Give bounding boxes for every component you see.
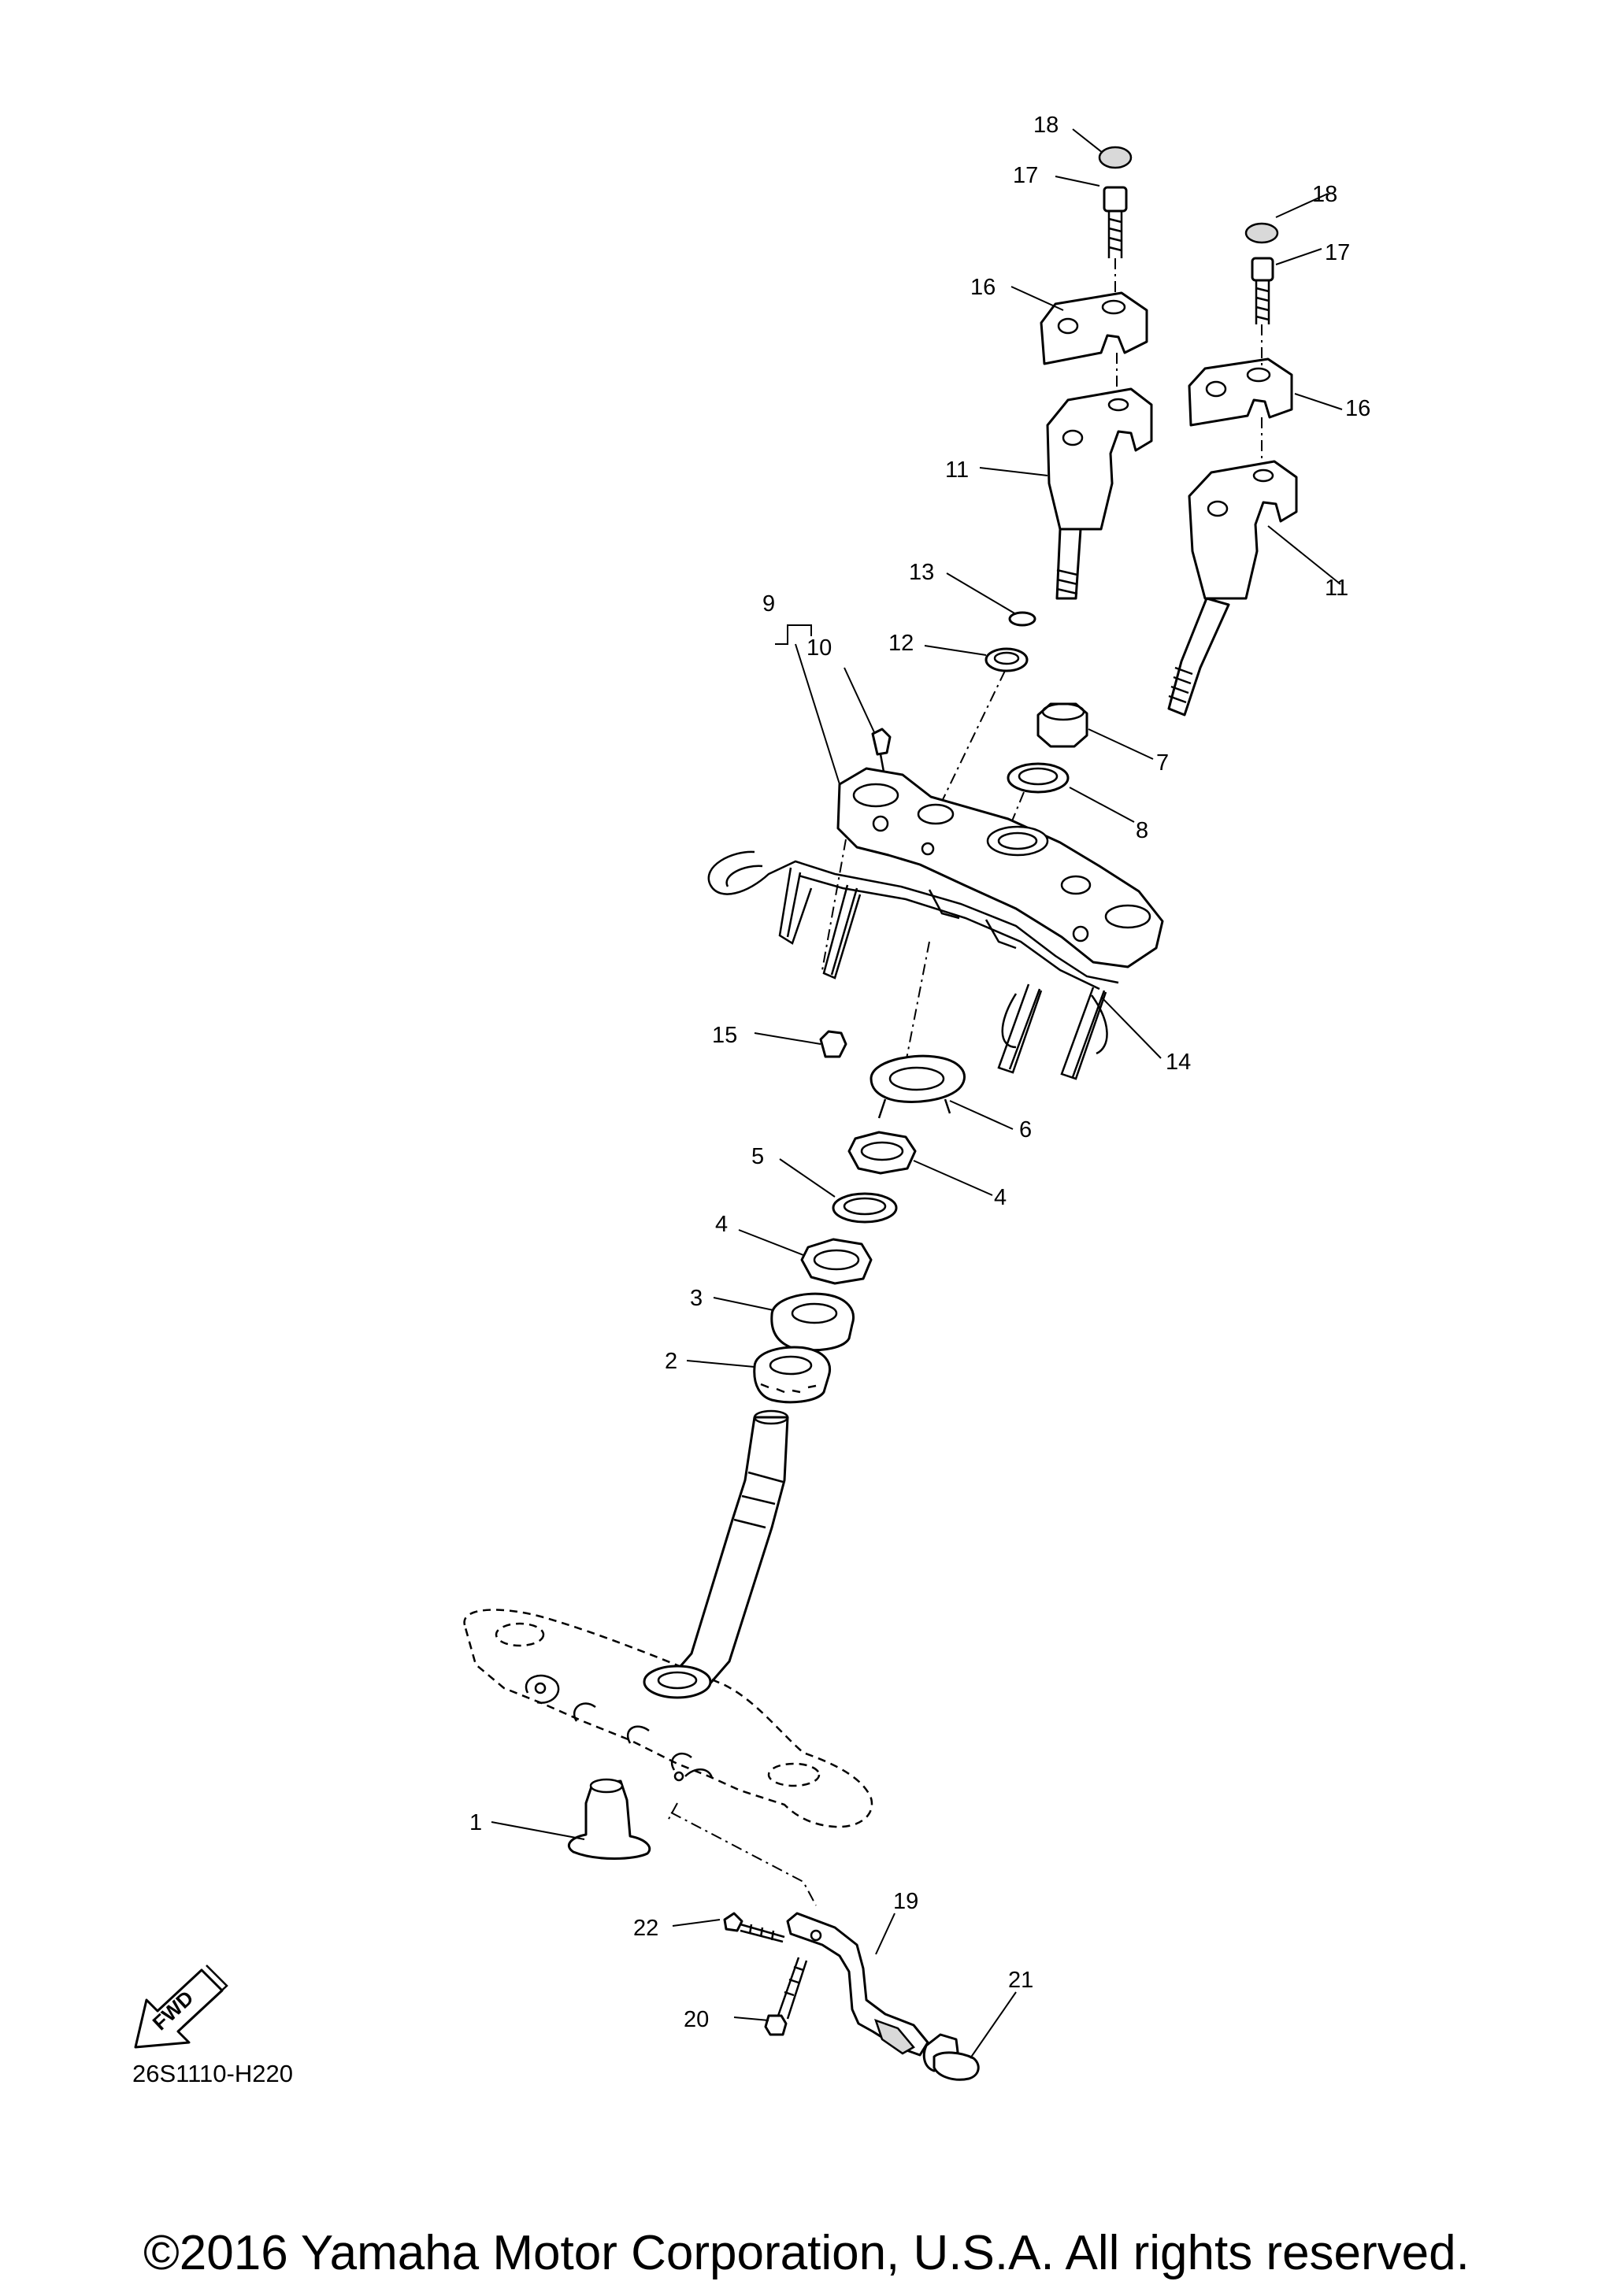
callout-19: 19 [893, 1889, 918, 1914]
bolt-17-right [1251, 257, 1274, 282]
callout-18-left: 18 [1033, 113, 1059, 138]
bracket-19-group [723, 1912, 980, 2081]
callout-16-left: 16 [970, 275, 996, 300]
callout-4-left: 4 [715, 1212, 728, 1237]
callout-10: 10 [806, 635, 832, 661]
callout-21: 21 [1008, 1968, 1033, 1993]
diagram-code: 26S1110-H220 [132, 2060, 293, 2087]
leader-lines [491, 128, 1343, 2059]
callout-labels: 18 17 16 11 13 12 9 10 18 17 16 11 7 8 1… [469, 113, 1370, 2032]
nut-15 [819, 1030, 847, 1058]
bolt-22 [723, 1912, 743, 1932]
callout-15: 15 [712, 1023, 737, 1048]
callout-17-left: 17 [1013, 163, 1038, 188]
lower-bracket-outline [463, 1609, 873, 1828]
cap-18-right [1244, 222, 1279, 244]
riser-assembly-left [936, 146, 1153, 812]
steering-stem-assembly [463, 1409, 873, 1906]
bolt-17-left [1103, 186, 1128, 213]
riser-11-left [1046, 387, 1153, 531]
callout-9: 9 [762, 591, 775, 617]
callout-3: 3 [690, 1286, 703, 1311]
callout-12: 12 [888, 631, 914, 656]
upper-bracket-group [821, 702, 1164, 971]
callout-22: 22 [633, 1916, 658, 1941]
bearing-stack [753, 941, 966, 1404]
wire-guide-14 [707, 850, 1119, 1080]
callout-13: 13 [909, 560, 934, 585]
callout-17-right: 17 [1325, 240, 1350, 265]
clamp-16-left [1040, 291, 1148, 365]
bolt-20 [764, 2014, 788, 2036]
callout-7: 7 [1156, 750, 1169, 776]
callout-16-right: 16 [1345, 396, 1370, 421]
fwd-arrow-icon: FWD [134, 1965, 228, 2049]
riser-assembly-right [1167, 222, 1298, 717]
callout-11-right: 11 [1325, 576, 1348, 601]
callout-11-left: 11 [945, 457, 969, 483]
collar-1 [568, 1779, 651, 1860]
riser-11-right [1188, 460, 1298, 600]
callout-18-right: 18 [1312, 182, 1337, 207]
bracket-19 [786, 1912, 929, 2057]
callout-6: 6 [1019, 1117, 1032, 1142]
callout-1: 1 [469, 1810, 482, 1835]
nut-7 [1036, 702, 1088, 748]
clamp-16-right [1188, 357, 1293, 427]
copyright-notice: ©2016 Yamaha Motor Corporation, U.S.A. A… [143, 2226, 1470, 2280]
callout-2: 2 [665, 1349, 677, 1374]
steering-stem [669, 1416, 789, 1687]
callout-20: 20 [684, 2007, 709, 2032]
washer-13 [1008, 611, 1036, 627]
callout-4-right: 4 [994, 1185, 1007, 1210]
cap-18-left [1098, 146, 1133, 169]
callout-8: 8 [1136, 818, 1148, 843]
screw-10 [871, 728, 892, 756]
callout-14: 14 [1166, 1050, 1191, 1075]
callout-5: 5 [751, 1144, 764, 1169]
